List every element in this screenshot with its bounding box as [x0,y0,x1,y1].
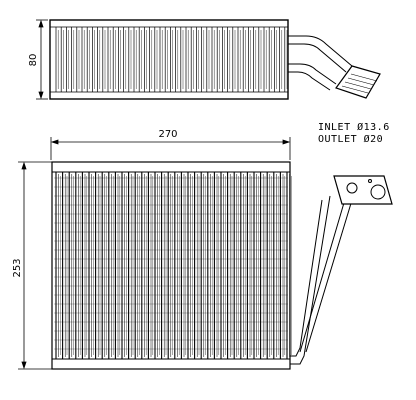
inlet-note: INLET Ø13.6 [318,121,390,133]
top-height-dimension [36,19,48,100]
front-width-dimension [50,137,291,160]
top-view: 80 [28,19,381,100]
front-height-label: 253 [12,258,23,277]
top-pipe-assembly [288,35,381,99]
front-fin-pattern [54,172,292,359]
top-fin-pattern [55,27,288,92]
front-pipe-assembly [290,175,393,365]
top-core-outline [49,19,289,100]
front-width-label: 270 [158,129,177,140]
top-height-label: 80 [28,54,39,67]
front-view: 270 253 [12,129,393,370]
outlet-note: OUTLET Ø20 [318,133,383,145]
front-height-dimension [18,161,52,370]
